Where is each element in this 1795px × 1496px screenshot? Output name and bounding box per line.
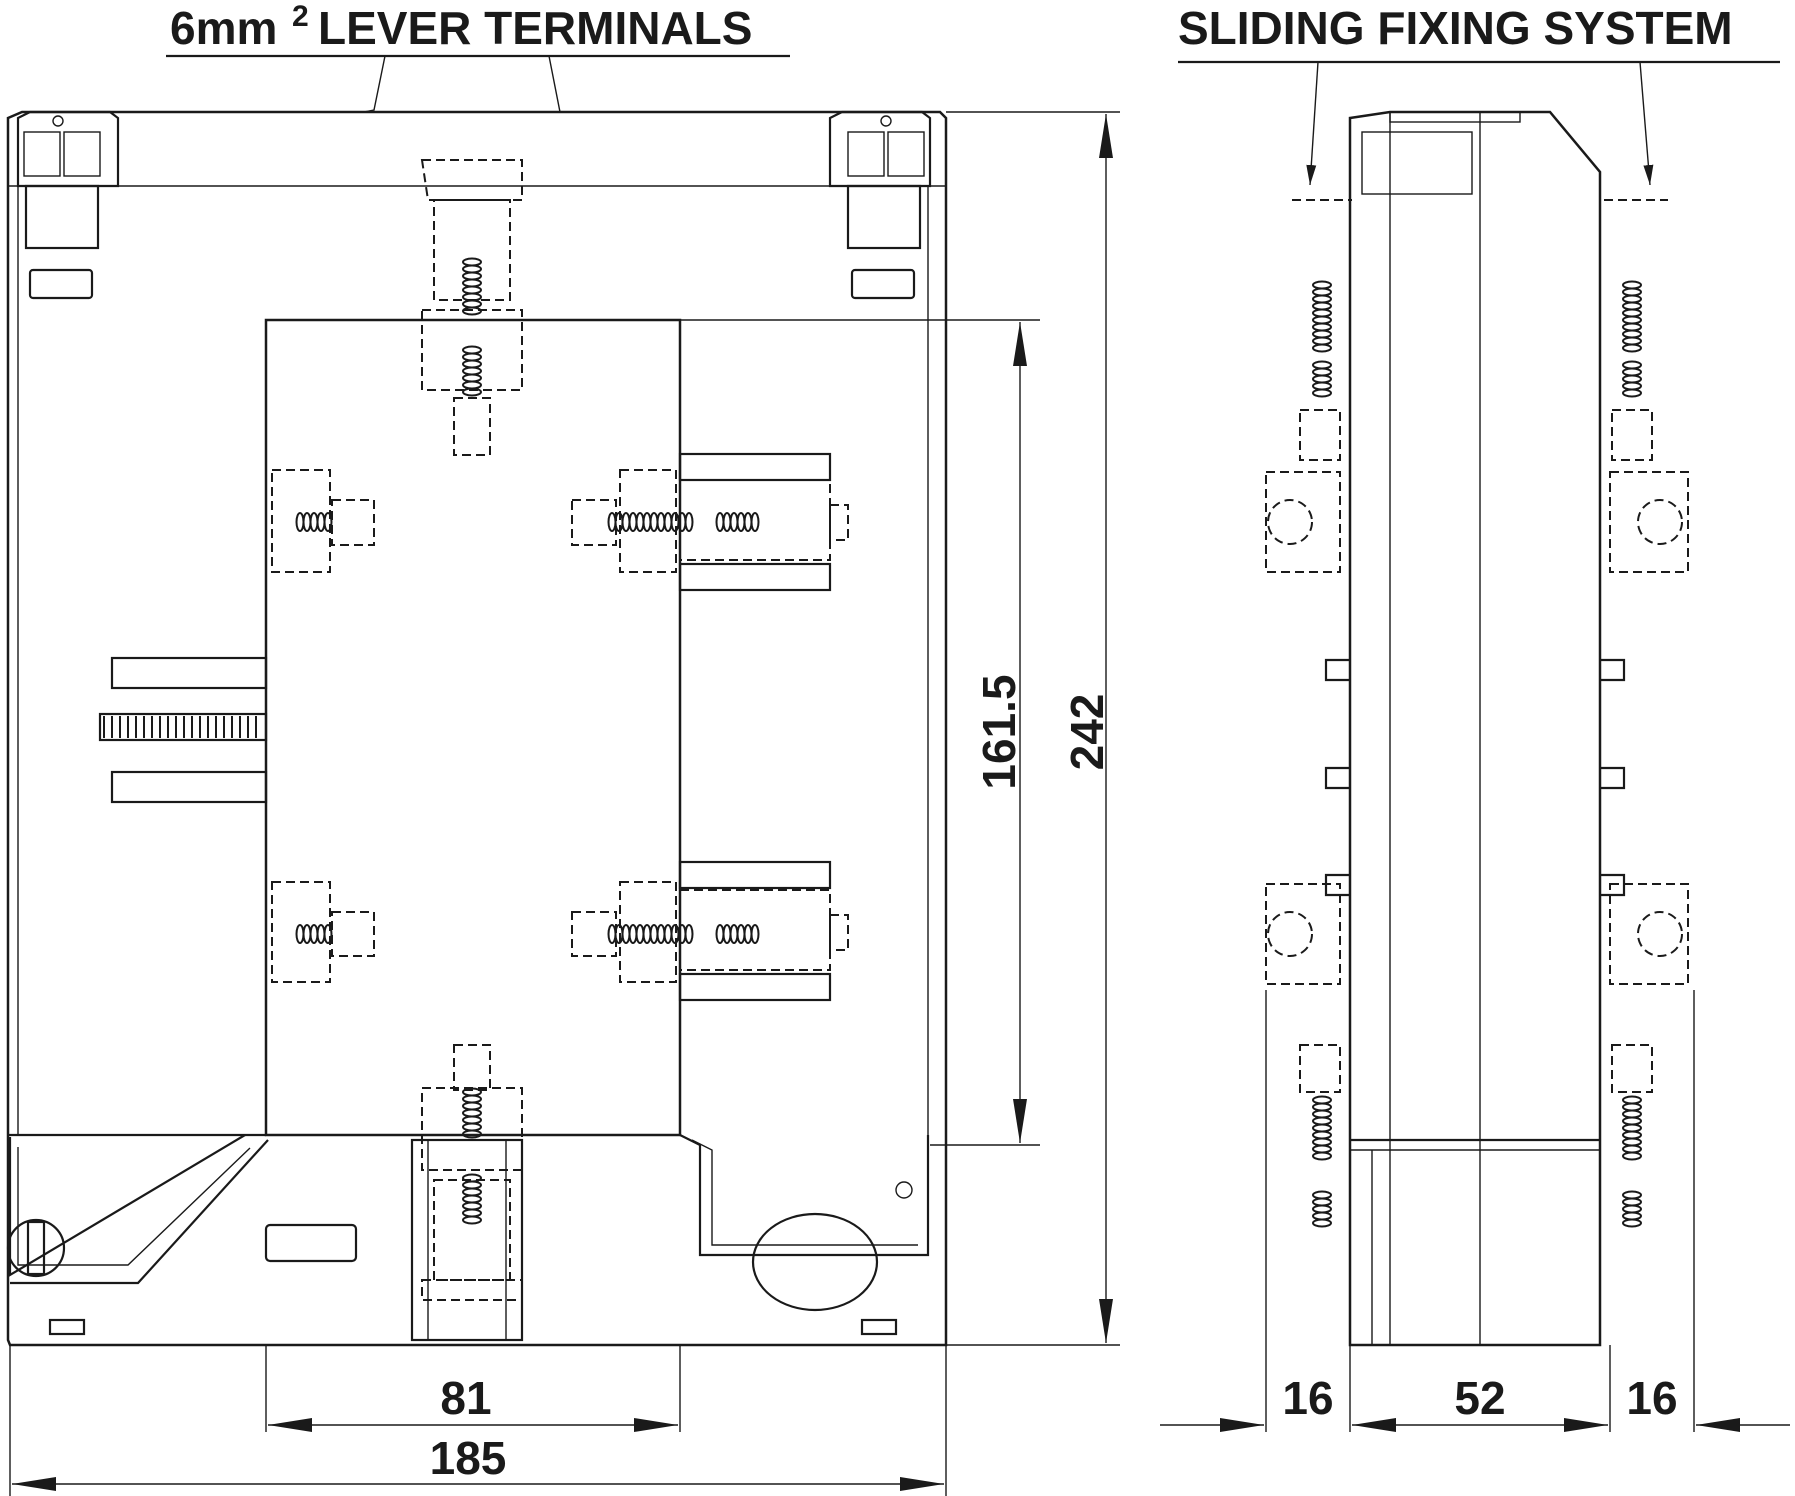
side-extension-lines <box>1265 990 1695 1432</box>
front-dimension-lines <box>12 114 1113 1491</box>
side-view-title: SLIDING FIXING SYSTEM <box>1178 2 1780 64</box>
rails <box>678 452 832 1002</box>
side-hooks <box>1324 658 1626 897</box>
dim-label-185: 185 <box>430 1432 507 1484</box>
dashed-clips <box>271 159 849 1301</box>
lever-terminal-right <box>828 110 932 300</box>
side-leaders <box>1306 61 1654 186</box>
side-body <box>1348 110 1602 1347</box>
dim-label-242: 242 <box>1061 694 1113 771</box>
side-bars <box>98 656 268 804</box>
primary-window <box>264 318 682 1137</box>
lever-terminal-left <box>16 110 120 300</box>
dim-label-16-right: 16 <box>1626 1372 1677 1424</box>
dim-label-81: 81 <box>440 1372 491 1424</box>
front-view: 6mm 2 LEVER TERMINALS <box>6 0 1642 1496</box>
front-view-title: 6mm 2 LEVER TERMINALS <box>166 0 790 58</box>
side-title-text: SLIDING FIXING SYSTEM <box>1178 2 1733 54</box>
dim-label-52: 52 <box>1454 1372 1505 1424</box>
title-superscript: 2 <box>292 0 309 33</box>
cable-entry <box>679 1134 930 1312</box>
side-dashed-clips <box>1265 199 1689 1093</box>
bottom-features <box>6 1138 898 1342</box>
dim-label-16-left: 16 <box>1282 1372 1333 1424</box>
side-view: SLIDING FIXING SYSTEM <box>1160 2 1790 1432</box>
title-suffix: LEVER TERMINALS <box>318 2 752 54</box>
dim-label-161-5: 161.5 <box>973 674 1025 789</box>
springs <box>295 257 1642 1228</box>
title-prefix: 6mm <box>170 2 277 54</box>
front-extension-lines <box>9 111 1120 1496</box>
